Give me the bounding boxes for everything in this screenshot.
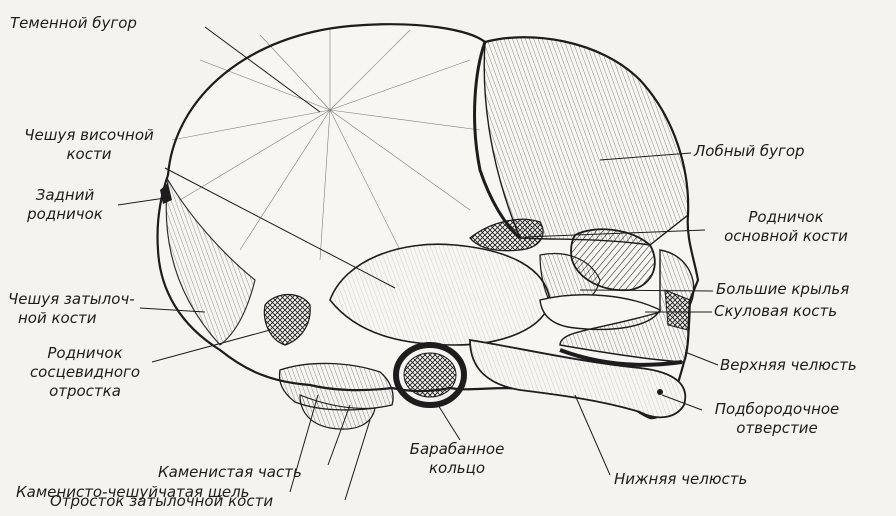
label-temporal-squama-line1: Чешуя височной (6, 126, 172, 145)
label-mastoid-fontanelle-line2: сосцевидного (10, 363, 160, 382)
label-sphenoid-fontanelle: Родничок основной кости (702, 208, 870, 246)
label-tympanic-ring-line1: Барабанное (402, 440, 512, 459)
label-sphenoid-fontanelle-line2: основной кости (702, 227, 870, 246)
label-mental-foramen-line1: Подбородочное (692, 400, 862, 419)
label-petrous-part: Каменистая часть (158, 463, 302, 482)
label-temporal-squama: Чешуя височной кости (6, 126, 172, 164)
label-mastoid-fontanelle: Родничок сосцевидного отростка (10, 344, 160, 401)
label-occipital-squama: Чешуя затылоч- ной кости (8, 290, 135, 328)
label-greater-wings: Большие крылья (716, 280, 849, 299)
label-posterior-fontanelle-line1: Задний (10, 186, 120, 205)
label-mental-foramen: Подбородочное отверстие (692, 400, 862, 438)
label-mastoid-fontanelle-line1: Родничок (10, 344, 160, 363)
petrous-region (280, 363, 394, 409)
label-tympanic-ring: Барабанное кольцо (402, 440, 512, 478)
mental-foramen (657, 389, 663, 395)
label-parietal-tuber: Теменной бугор (10, 14, 137, 33)
label-posterior-fontanelle: Задний родничок (10, 186, 120, 224)
frontal-bone (484, 37, 688, 245)
label-mandible: Нижняя челюсть (614, 470, 747, 489)
label-temporal-squama-line2: кости (6, 145, 172, 164)
label-occipital-process: Отросток затылочной кости (50, 492, 273, 511)
label-frontal-tuber: Лобный бугор (694, 142, 805, 161)
label-occipital-squama-line1: Чешуя затылоч- (8, 290, 135, 309)
label-mental-foramen-line2: отверстие (692, 419, 862, 438)
label-zygomatic-bone: Скуловая кость (714, 302, 837, 321)
label-maxilla: Верхняя челюсть (720, 356, 857, 375)
label-occipital-squama-line2: ной кости (8, 309, 135, 328)
label-posterior-fontanelle-line2: родничок (10, 205, 120, 224)
label-tympanic-ring-line2: кольцо (402, 459, 512, 478)
label-sphenoid-fontanelle-line1: Родничок (702, 208, 870, 227)
label-mastoid-fontanelle-line3: отростка (10, 382, 160, 401)
